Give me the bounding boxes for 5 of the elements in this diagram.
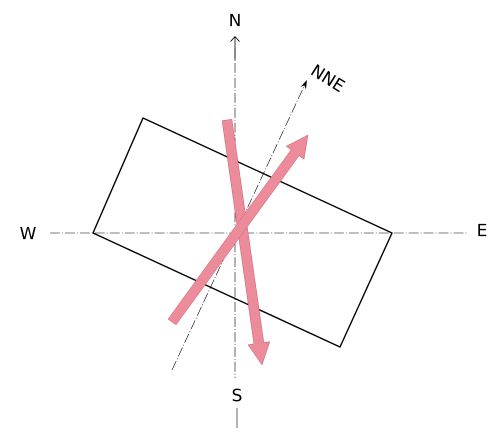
direction-label: S [232,388,242,402]
direction-label: W [20,226,36,240]
direction-label: E [478,224,486,236]
direction-label: N [230,14,240,26]
direction-label: NNE [310,64,346,92]
